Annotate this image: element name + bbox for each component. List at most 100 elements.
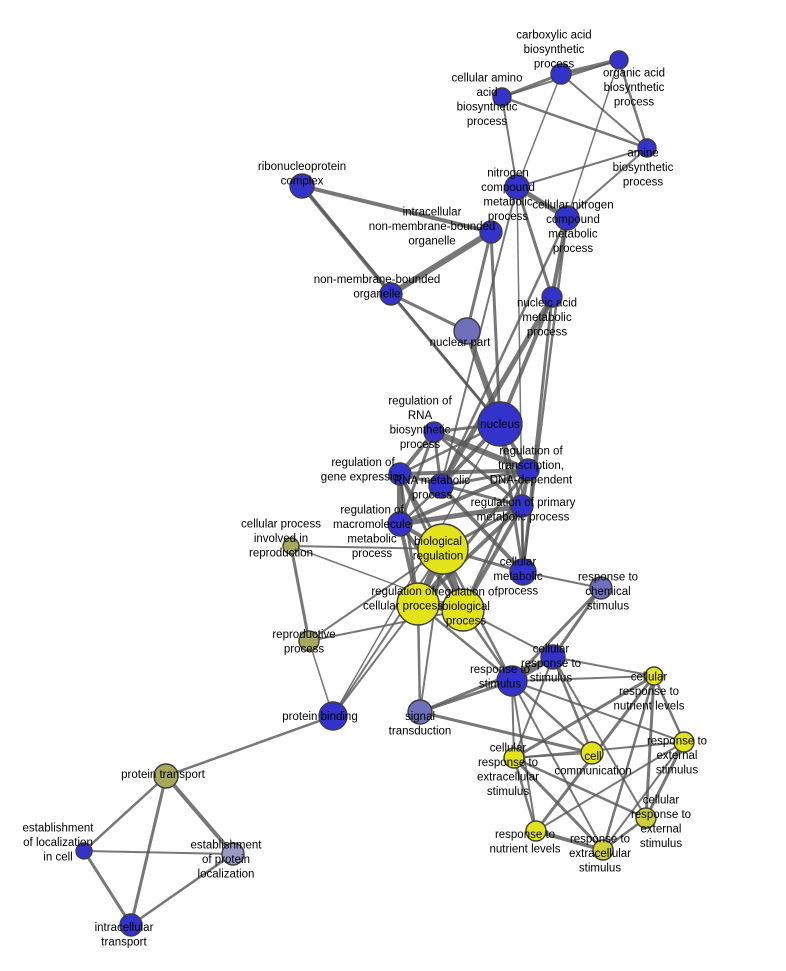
edge-protein-binding--protein-transport[interactable] <box>165 714 334 778</box>
edge-cell-resp-nutrient--cell-resp-extracell[interactable] <box>513 674 655 760</box>
edge-amine--nitrogen[interactable] <box>516 147 648 188</box>
edge-intra-nmb-organelle--nmb-organelle[interactable] <box>389 229 493 297</box>
edge-cell-resp-nutrient--resp-external[interactable] <box>652 675 686 743</box>
edge-cell-resp-extracell--cell-resp-external[interactable] <box>513 756 647 820</box>
node-nuclear-part[interactable] <box>453 317 481 345</box>
edge-cell-metabolic--nucleic-acid[interactable] <box>521 296 554 573</box>
edge-cell-resp-extracell--resp-nutrient[interactable] <box>512 757 538 832</box>
edge-reg-transcription--rna-metabolic[interactable] <box>440 468 529 488</box>
edge-resp-stimulus--resp-chemical[interactable] <box>510 586 603 683</box>
node-reg-transcription[interactable] <box>516 458 540 482</box>
node-resp-chemical[interactable] <box>589 576 613 600</box>
edge-cell-resp-stimulus--cell-resp-nutrient[interactable] <box>552 656 655 677</box>
edge-cell-resp-nutrient--resp-extracell[interactable] <box>601 675 656 851</box>
edge-cell-resp-stimulus--resp-chemical[interactable] <box>551 587 603 658</box>
edge-nitrogen--nucleic-acid[interactable] <box>515 186 554 298</box>
edge-protein-binding--reg-cellular[interactable] <box>332 603 419 717</box>
edge-repro-process--bio-regulation[interactable] <box>308 548 444 642</box>
edge-reg-transcription--reg-biological[interactable] <box>461 469 530 611</box>
node-cell-resp-extracell[interactable] <box>503 747 525 769</box>
edge-amino--nitrogen[interactable] <box>501 96 518 188</box>
edge-organic--cell-nitrogen[interactable] <box>566 59 620 219</box>
node-reg-gene-expr[interactable] <box>388 462 412 486</box>
node-intra-nmb-organelle[interactable] <box>479 220 503 244</box>
edge-organic--amine[interactable] <box>617 59 649 149</box>
edge-resp-stimulus--resp-extracell[interactable] <box>511 680 604 851</box>
node-bio-regulation[interactable] <box>417 523 469 575</box>
node-protein-binding[interactable] <box>318 701 348 731</box>
edge-cell-resp-stimulus--signal-transduction[interactable] <box>419 655 554 714</box>
edge-protein-binding--nucleus[interactable] <box>332 423 501 717</box>
node-cell-resp-stimulus[interactable] <box>540 644 566 670</box>
node-cell-nitrogen[interactable] <box>554 205 580 231</box>
edge-cell-resp-nutrient--cell-resp-external[interactable] <box>644 675 656 819</box>
edge-reg-primary--reg-macromolecule[interactable] <box>399 503 523 527</box>
edge-reg-primary--reg-cellular[interactable] <box>416 504 524 606</box>
edge-nmb-organelle--nuclear-part[interactable] <box>390 292 468 333</box>
node-protein-transport[interactable] <box>153 763 179 789</box>
node-signal-transduction[interactable] <box>407 699 433 725</box>
edge-protein-transport--intra-transport[interactable] <box>129 775 168 926</box>
edge-protein-transport--est-loc-cell[interactable] <box>83 775 167 852</box>
node-reg-rna[interactable] <box>423 421 445 443</box>
edge-cell-resp-stimulus--cell-resp-extracell[interactable] <box>513 656 554 759</box>
node-reg-macromolecule[interactable] <box>387 511 413 537</box>
node-nucleus[interactable] <box>477 401 523 447</box>
edge-signal-transduction--bio-regulation[interactable] <box>419 548 444 713</box>
edge-amine--cell-nitrogen[interactable] <box>566 147 648 219</box>
edge-est-loc-cell--intra-transport[interactable] <box>82 850 133 926</box>
edge-carboxylic--amine[interactable] <box>560 73 648 149</box>
node-cell-communication[interactable] <box>580 741 604 765</box>
edge-nucleus--nucleic-acid[interactable] <box>498 296 554 425</box>
node-reg-primary[interactable] <box>510 494 534 518</box>
edge-reg-gene-expr--reg-primary[interactable] <box>399 472 523 508</box>
node-organic[interactable] <box>609 50 629 70</box>
edge-protein-transport--est-protein-loc[interactable] <box>164 774 235 856</box>
edge-rnp-complex--intra-nmb-organelle[interactable] <box>301 184 492 234</box>
node-cell-resp-external[interactable] <box>635 807 657 829</box>
node-nmb-organelle[interactable] <box>379 282 403 306</box>
node-resp-external[interactable] <box>673 731 695 753</box>
node-reg-cellular[interactable] <box>396 582 440 626</box>
node-repro-process[interactable] <box>298 630 320 652</box>
node-resp-extracell[interactable] <box>592 839 614 861</box>
edge-cell-resp-stimulus--cell-communication[interactable] <box>551 656 594 754</box>
edge-cell-resp-stimulus--cell-resp-external[interactable] <box>552 656 647 819</box>
node-resp-nutrient[interactable] <box>525 820 547 842</box>
edge-protein-binding--bio-regulation[interactable] <box>332 548 444 717</box>
node-repro-involved[interactable] <box>282 537 300 555</box>
edge-resp-external--cell-resp-external[interactable] <box>644 741 686 819</box>
node-cell-metabolic[interactable] <box>509 558 537 586</box>
edge-cell-metabolic--nucleus[interactable] <box>498 423 525 573</box>
edge-reg-transcription--reg-macromolecule[interactable] <box>399 468 529 526</box>
node-resp-stimulus[interactable] <box>496 665 528 697</box>
edge-repro-involved--repro-process[interactable] <box>289 545 311 642</box>
node-nucleic-acid[interactable] <box>541 286 563 308</box>
edge-est-loc-cell--est-protein-loc[interactable] <box>83 850 234 855</box>
node-rna-metabolic[interactable] <box>428 473 454 499</box>
node-reg-biological[interactable] <box>441 588 485 632</box>
edge-resp-nutrient--resp-extracell[interactable] <box>535 829 604 852</box>
node-amino[interactable] <box>492 87 512 107</box>
node-carboxylic[interactable] <box>550 63 572 85</box>
edge-cell-communication--cell-resp-extracell[interactable] <box>513 752 593 759</box>
edge-resp-nutrient--resp-external[interactable] <box>535 741 685 832</box>
edge-resp-stimulus--cell-communication[interactable] <box>511 680 593 754</box>
node-amine[interactable] <box>637 138 657 158</box>
node-nitrogen[interactable] <box>504 174 530 200</box>
edge-signal-transduction--cell-communication[interactable] <box>419 710 593 755</box>
node-est-protein-loc[interactable] <box>221 842 245 866</box>
edge-carboxylic--nitrogen[interactable] <box>516 73 562 188</box>
node-rnp-complex[interactable] <box>289 173 315 199</box>
node-est-loc-cell[interactable] <box>75 842 93 860</box>
edge-resp-external--resp-extracell[interactable] <box>602 741 685 851</box>
edge-rnp-complex--nucleus[interactable] <box>301 185 501 425</box>
edge-cell-resp-extracell--resp-extracell[interactable] <box>512 756 605 852</box>
edge-intra-nmb-organelle--nucleus[interactable] <box>489 231 502 425</box>
node-cell-resp-nutrient[interactable] <box>644 666 664 686</box>
edge-reg-rna--reg-transcription[interactable] <box>432 429 530 473</box>
edge-est-protein-loc--intra-transport[interactable] <box>130 852 234 927</box>
edge-intra-nmb-organelle--nuclear-part[interactable] <box>465 231 493 332</box>
edge-repro-process--reg-biological[interactable] <box>308 609 464 642</box>
